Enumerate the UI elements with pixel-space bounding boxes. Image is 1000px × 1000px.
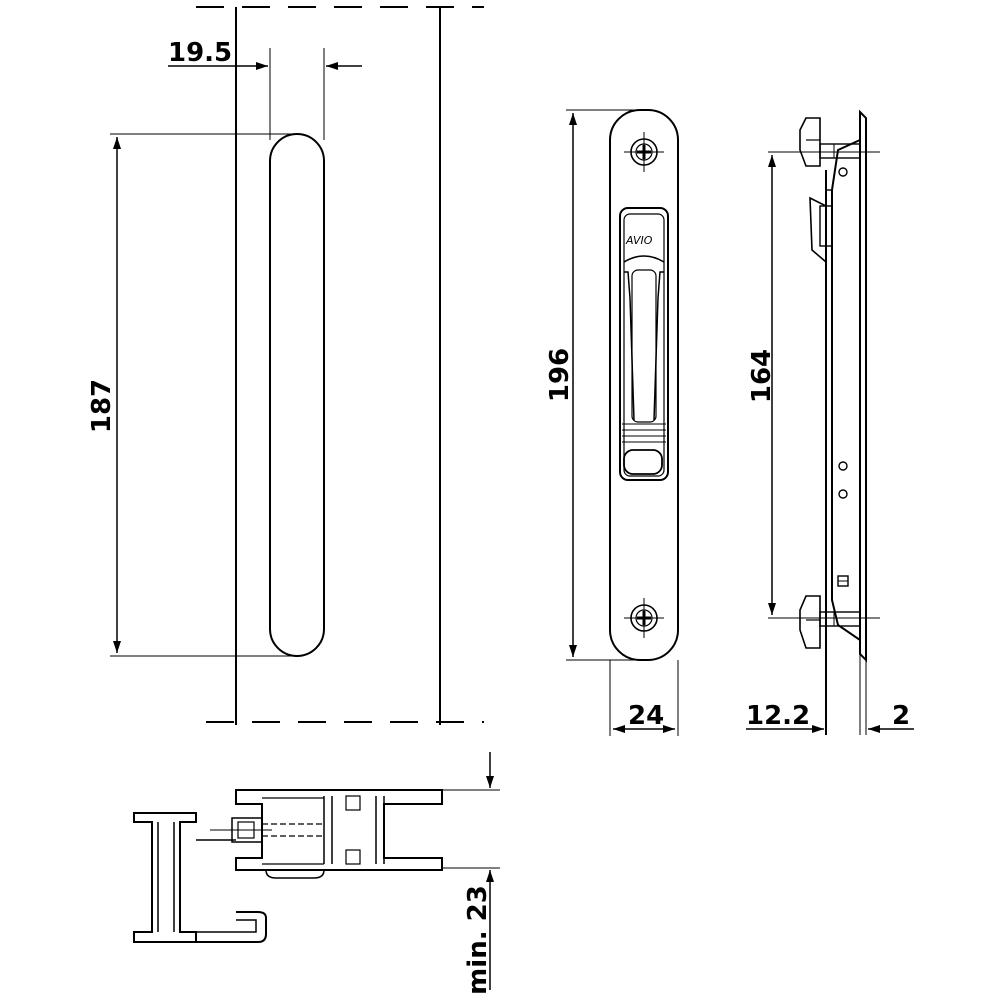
brand-logo: AVIO <box>625 234 653 247</box>
screw-top-icon <box>624 132 664 172</box>
screw-bottom-icon <box>624 598 664 638</box>
dimension-24: 24 <box>613 701 675 733</box>
dimension-label-12-2: 12.2 <box>746 701 810 731</box>
dimension-164: 164 <box>747 155 777 615</box>
dimension-label-187: 187 <box>87 379 117 433</box>
dimension-min-23: min. 23 <box>463 752 494 995</box>
handle-side-view <box>768 109 880 735</box>
dimension-196: 196 <box>545 113 577 657</box>
dimension-label-24: 24 <box>628 701 664 731</box>
dimension-19-5: 19.5 <box>168 38 362 70</box>
handle-slot <box>269 133 325 657</box>
dimension-label-196: 196 <box>545 348 575 402</box>
handle-front-view <box>110 6 484 725</box>
side-screw-bottom-icon <box>768 595 880 649</box>
side-screw-top-icon <box>768 117 880 167</box>
dimension-12-2: 12.2 <box>746 701 824 733</box>
dimension-2: 2 <box>868 701 914 733</box>
dimension-label-19-5: 19.5 <box>168 38 232 68</box>
dimension-label-2: 2 <box>892 701 910 731</box>
dimension-label-164: 164 <box>747 349 777 403</box>
dimension-label-min-23: min. 23 <box>463 885 493 995</box>
profile-section <box>133 789 500 943</box>
dimension-187: 187 <box>87 137 121 653</box>
handle-faceplate-view: AVIO <box>566 109 679 736</box>
